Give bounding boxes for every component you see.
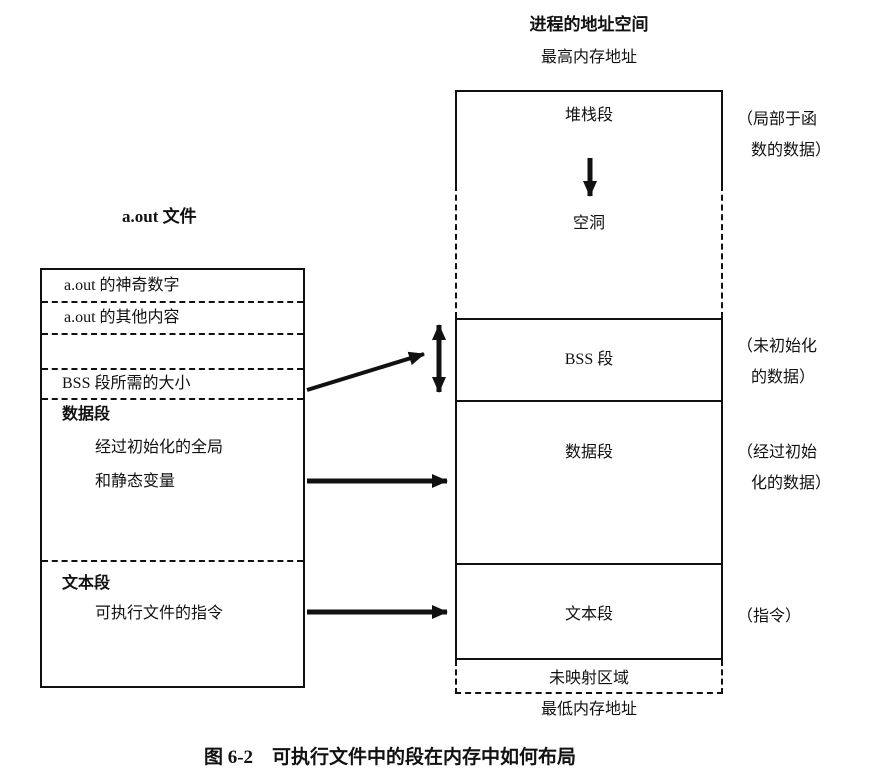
process-address-space-title: 进程的地址空间 [529, 15, 649, 34]
stack-region-box [455, 90, 723, 185]
text-section-heading: 文本段 [62, 575, 111, 592]
aout-other-row: a.out 的其他内容 [64, 309, 180, 326]
aout-separator-1 [42, 301, 303, 303]
lowest-memory-address-label: 最低内存地址 [540, 701, 637, 718]
text-segment-label: 文本段 [564, 605, 613, 623]
aout-file-title: a.out 文件 [122, 207, 197, 226]
bss-size-pointer-arrow [306, 351, 425, 392]
text-section-desc: 可执行文件的指令 [95, 605, 224, 622]
hole-region-box [455, 185, 723, 318]
note-data-line1: （经过初始 [737, 444, 818, 461]
aout-magic-row: a.out 的神奇数字 [64, 277, 180, 294]
note-data-line2: 化的数据） [751, 475, 832, 492]
highest-memory-address-label: 最高内存地址 [540, 49, 637, 66]
bss-segment-box: BSS 段 [455, 318, 723, 402]
note-text-line1: （指令） [737, 608, 802, 625]
note-bss-line1: （未初始化 [737, 338, 818, 355]
data-segment-label: 数据段 [564, 444, 613, 461]
data-section-desc-2: 和静态变量 [95, 473, 176, 490]
aout-separator-4 [42, 398, 303, 400]
note-bss-line2: 的数据） [751, 369, 816, 386]
unmapped-region-label: 未映射区域 [548, 670, 629, 687]
figure-caption: 图 6-2 可执行文件中的段在内存中如何布局 [203, 747, 577, 768]
text-segment-box: 文本段 [455, 565, 723, 660]
aout-separator-5 [42, 560, 303, 562]
stack-segment-label: 堆栈段 [564, 107, 613, 124]
unmapped-region-box: 未映射区域 [455, 660, 723, 694]
aout-separator-3 [42, 368, 303, 370]
data-section-desc-1: 经过初始化的全局 [95, 439, 224, 456]
data-section-heading: 数据段 [62, 406, 111, 423]
note-stack-line1: （局部于函 [737, 111, 818, 128]
aout-file-box [40, 268, 305, 688]
aout-separator-2 [42, 333, 303, 335]
data-segment-box: 数据段 [455, 402, 723, 565]
bss-segment-label: BSS 段 [564, 351, 614, 368]
note-stack-line2: 数的数据） [751, 142, 832, 159]
bss-size-row: BSS 段所需的大小 [62, 375, 191, 392]
hole-label: 空洞 [572, 215, 605, 232]
